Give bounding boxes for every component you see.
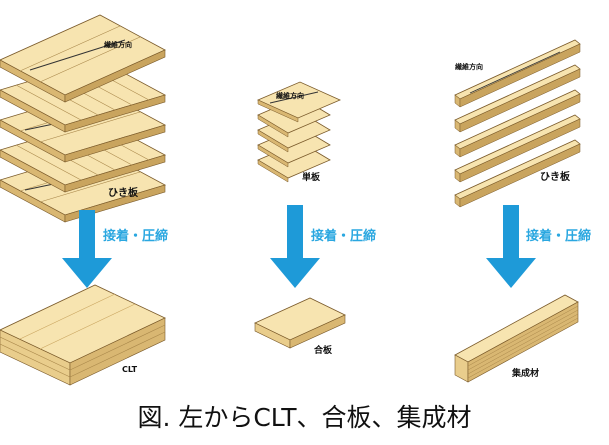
clt-layer [0, 14, 166, 103]
glulam-beam [454, 294, 579, 383]
plywood-column: 繊維方向 単板 接着・圧締 合板 [254, 81, 376, 356]
clt-panel [0, 284, 166, 386]
clt-lamina-stack [0, 14, 167, 223]
glulam-product-label: 集成材 [511, 367, 539, 379]
clt-process-arrow [62, 210, 112, 288]
glulam-process-label: 接着・圧締 [526, 228, 591, 244]
plywood-process-label: 接着・圧締 [311, 228, 376, 244]
plywood-board-label: 単板 [302, 171, 321, 183]
clt-column: 繊維方向 ひき板 接着・圧締 CLT [0, 14, 168, 386]
glulam-lamina [454, 89, 581, 158]
glulam-process-arrow [486, 205, 536, 288]
glulam-lamina [454, 39, 581, 108]
glulam-board-label: ひき板 [540, 170, 571, 183]
clt-product-label: CLT [122, 365, 138, 374]
clt-board-label: ひき板 [108, 186, 139, 199]
clt-process-label: 接着・圧締 [103, 228, 168, 244]
plywood-fiber-direction-label: 繊維方向 [276, 91, 304, 100]
glulam-lamina-stack [454, 39, 581, 208]
plywood-panel [254, 297, 346, 349]
plywood-veneer-stack [257, 81, 341, 183]
glulam-lamina [454, 64, 581, 133]
clt-fiber-direction-label: 繊維方向 [104, 40, 132, 49]
glulam-fiber-direction-label: 繊維方向 [455, 62, 483, 71]
glulam-column: 繊維方向 ひき板 接着・圧締 集成材 [454, 39, 591, 383]
glulam-lamina [454, 139, 581, 208]
plywood-product-label: 合板 [314, 344, 333, 356]
glulam-lamina [454, 114, 581, 183]
plywood-process-arrow [270, 205, 320, 288]
figure-caption: 図. 左からCLT、合板、集成材 [137, 403, 472, 432]
